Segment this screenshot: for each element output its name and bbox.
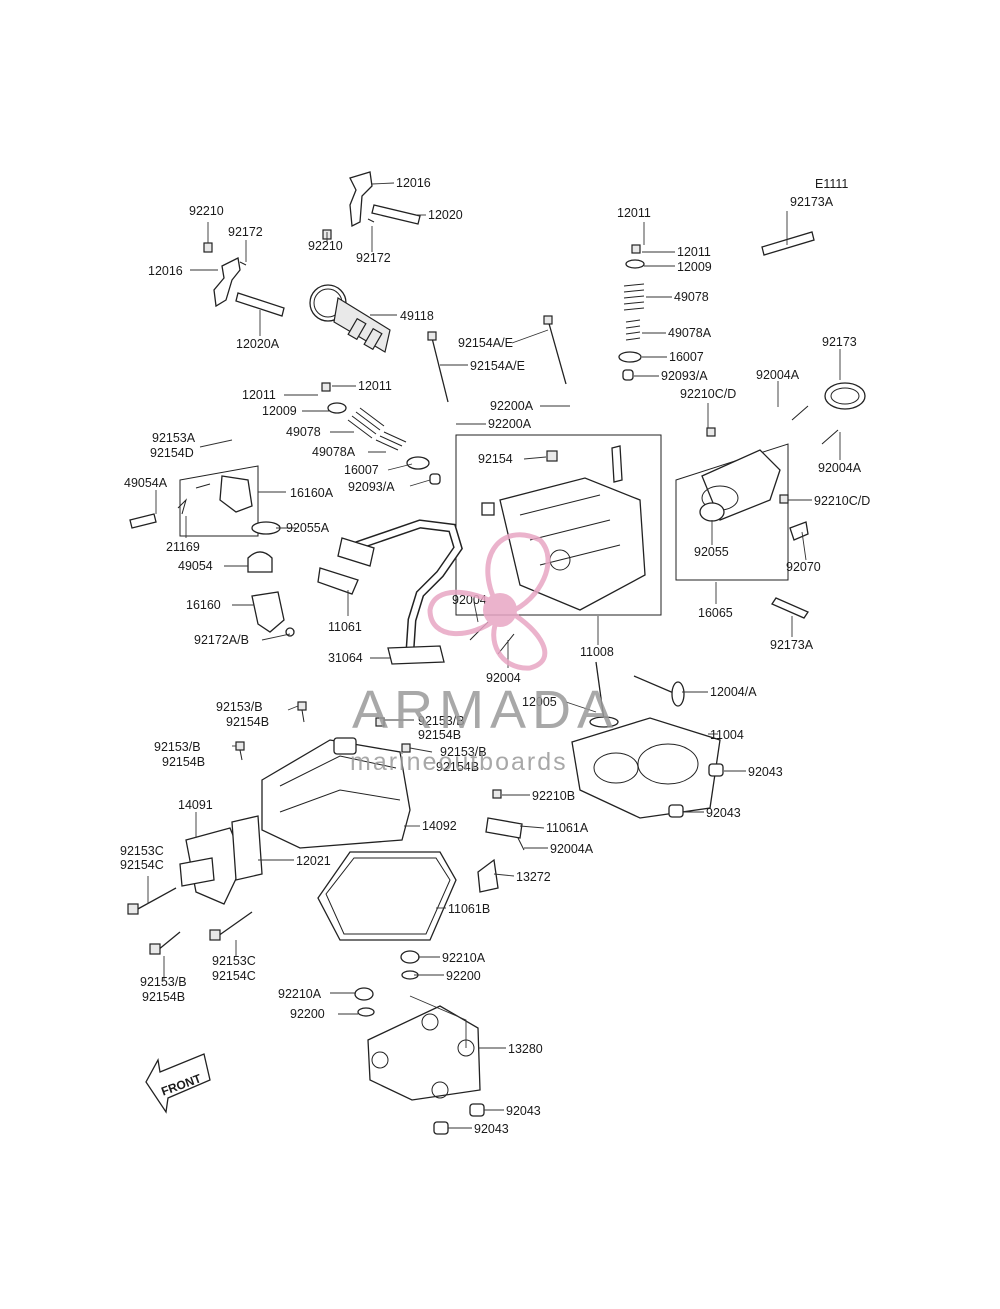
part-number-label: 92154A/E — [470, 359, 525, 373]
part-number-label: 13272 — [516, 870, 551, 884]
part-number-label: 16007 — [344, 463, 379, 477]
diagram-code: E1111 — [815, 177, 848, 191]
part-number-label: 92154C — [120, 858, 164, 872]
part-number-label: 92154D — [150, 446, 194, 460]
part-number-label: 92172 — [356, 251, 391, 265]
part-number-label: 92004 — [486, 671, 521, 685]
part-number-label: 49054 — [178, 559, 213, 573]
part-number-label: 92200A — [488, 417, 532, 431]
part-number-label: 92200 — [446, 969, 481, 983]
part-number-label: 92070 — [786, 560, 821, 574]
part-number-label: 12005 — [522, 695, 557, 709]
part-number-label: 12020 — [428, 208, 463, 222]
part-number-label: 92210B — [532, 789, 575, 803]
part-number-label: 11004 — [710, 728, 744, 742]
part-number-label: 92153/B — [418, 714, 465, 728]
part-number-label: 12016 — [396, 176, 431, 190]
part-number-label: 13280 — [508, 1042, 543, 1056]
part-number-label: 11061B — [448, 902, 490, 916]
part-number-label: 12011 — [677, 245, 711, 259]
part-number-label: 92173A — [770, 638, 814, 652]
part-number-label: 49078A — [668, 326, 712, 340]
part-number-label: 92154B — [142, 990, 185, 1004]
part-number-label: 49078A — [312, 445, 356, 459]
part-number-label: 92210C/D — [680, 387, 736, 401]
part-number-label: 49078 — [674, 290, 709, 304]
part-number-label: 92093/A — [661, 369, 708, 383]
part-number-label: 16160A — [290, 486, 334, 500]
part-labels: 12016 12020 92210 92172 12016 92210 92172 12020… — [120, 176, 870, 1136]
part-number-label: 92004A — [756, 368, 800, 382]
part-number-label: 14091 — [178, 798, 213, 812]
part-number-label: 92153/B — [140, 975, 187, 989]
part-number-label: 11061A — [546, 821, 589, 835]
part-number-label: 16065 — [698, 606, 733, 620]
part-number-label: 12011 — [358, 379, 392, 393]
part-number-label: 92043 — [474, 1122, 509, 1136]
part-number-label: 92154C — [212, 969, 256, 983]
part-number-label: 92173A — [790, 195, 834, 209]
part-drawings — [127, 171, 866, 1135]
part-number-label: 49054A — [124, 476, 168, 490]
part-number-label: 92154B — [418, 728, 461, 742]
propeller-logo-icon — [427, 532, 551, 671]
part-number-label: 31064 — [328, 651, 363, 665]
part-number-label: 12009 — [262, 404, 297, 418]
watermark-brand: ARMADA — [352, 680, 619, 740]
part-number-label: 12016 — [148, 264, 183, 278]
part-number-label: 92172 — [228, 225, 263, 239]
part-number-label: 92043 — [506, 1104, 541, 1118]
part-number-label: 92154B — [162, 755, 205, 769]
part-number-label: 92154B — [436, 760, 479, 774]
part-number-label: 92153/B — [154, 740, 201, 754]
part-number-label: 92055A — [286, 521, 330, 535]
part-number-label: 92154 — [478, 452, 513, 466]
leader-lines — [147, 182, 841, 1129]
part-number-label: 92210C/D — [814, 494, 870, 508]
part-number-label: 12021 — [296, 854, 331, 868]
part-number-label: 11008 — [580, 645, 614, 659]
part-number-label: 12009 — [677, 260, 712, 274]
part-number-label: 92043 — [706, 806, 741, 820]
part-number-label: 92153/B — [440, 745, 487, 759]
part-number-label: 92153/B — [216, 700, 263, 714]
part-number-label: 49118 — [400, 309, 434, 323]
part-number-label: 16007 — [669, 350, 704, 364]
part-number-label: 92210 — [308, 239, 343, 253]
part-number-label: 92200A — [490, 399, 534, 413]
part-number-label: 92004A — [550, 842, 594, 856]
part-number-label: 92210 — [189, 204, 224, 218]
part-number-label: 92153C — [212, 954, 256, 968]
watermark-tagline: marineoutboards — [350, 748, 568, 776]
watermark: ARMADA marineoutboards — [350, 532, 619, 776]
part-number-label: 12011 — [617, 206, 651, 220]
part-number-label: 92154B — [226, 715, 269, 729]
part-number-label: 12004/A — [710, 685, 757, 699]
part-number-label: 92093/A — [348, 480, 395, 494]
part-number-label: 92154A/E — [458, 336, 513, 350]
part-number-label: 12011 — [242, 388, 276, 402]
part-number-label: 92172A/B — [194, 633, 249, 647]
part-number-label: 92153A — [152, 431, 196, 445]
part-number-label: 14092 — [422, 819, 457, 833]
part-number-label: 49078 — [286, 425, 321, 439]
part-number-label: 92210A — [442, 951, 486, 965]
front-arrow-icon — [145, 1053, 211, 1114]
part-number-label: 92055 — [694, 545, 729, 559]
part-number-label: 92200 — [290, 1007, 325, 1021]
part-number-label: 92153C — [120, 844, 164, 858]
part-number-label: 92043 — [748, 765, 783, 779]
part-number-label: 92004A — [818, 461, 862, 475]
part-number-label: 16160 — [186, 598, 221, 612]
part-number-label: 11061 — [328, 620, 362, 634]
part-number-label: 92173 — [822, 335, 857, 349]
part-number-label: 92210A — [278, 987, 322, 1001]
part-number-label: 21169 — [166, 540, 200, 554]
part-number-label: 12020A — [236, 337, 280, 351]
